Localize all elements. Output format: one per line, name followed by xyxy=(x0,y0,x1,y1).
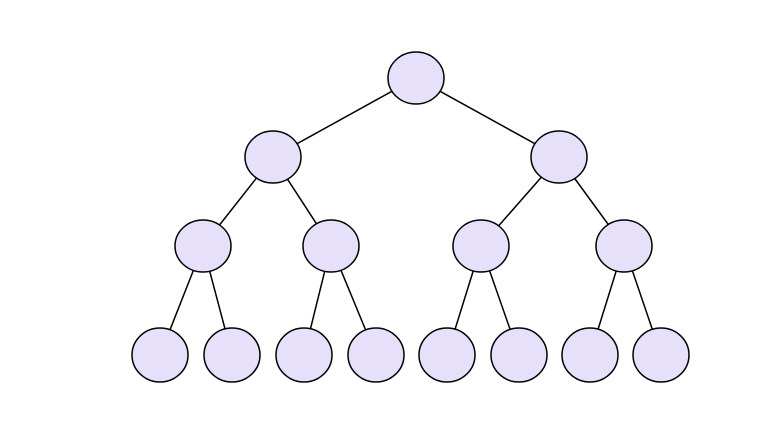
edge-n-ll-to-n-lll xyxy=(169,270,195,331)
tree-node-n-lrl xyxy=(275,327,333,383)
tree-node-n-lll xyxy=(131,327,189,383)
edge-root-to-n-r xyxy=(439,90,536,145)
edge-n-l-to-n-lr xyxy=(286,178,318,225)
tree-node-n-rlr xyxy=(490,327,548,383)
edge-n-lr-to-n-lrr xyxy=(340,270,367,331)
edge-n-rr-to-n-rrr xyxy=(631,270,654,330)
tree-node-n-rrl xyxy=(561,327,619,383)
edge-n-r-to-n-rr xyxy=(574,178,609,225)
tree-node-n-l xyxy=(244,130,302,184)
tree-node-n-rr xyxy=(595,219,653,273)
tree-node-n-rll xyxy=(418,327,476,383)
tree-node-n-lrr xyxy=(347,327,405,383)
tree-node-n-lr xyxy=(302,219,360,273)
tree-node-n-rrr xyxy=(632,327,690,383)
edge-n-rl-to-n-rlr xyxy=(488,270,511,330)
tree-nodes xyxy=(131,51,690,383)
edge-n-rl-to-n-rll xyxy=(454,270,474,330)
tree-node-n-rl xyxy=(452,219,510,273)
edge-n-l-to-n-ll xyxy=(218,177,258,226)
tree-edges xyxy=(169,90,654,331)
tree-node-n-r xyxy=(530,130,588,184)
edge-root-to-n-l xyxy=(296,90,393,145)
tree-node-root xyxy=(387,51,445,105)
tree-node-n-llr xyxy=(203,327,261,383)
edge-n-ll-to-n-llr xyxy=(208,271,226,329)
edge-n-rr-to-n-rrl xyxy=(597,270,617,330)
tree-node-n-ll xyxy=(174,219,232,273)
edge-n-r-to-n-rl xyxy=(498,176,542,227)
edge-n-lr-to-n-lrl xyxy=(309,271,326,329)
